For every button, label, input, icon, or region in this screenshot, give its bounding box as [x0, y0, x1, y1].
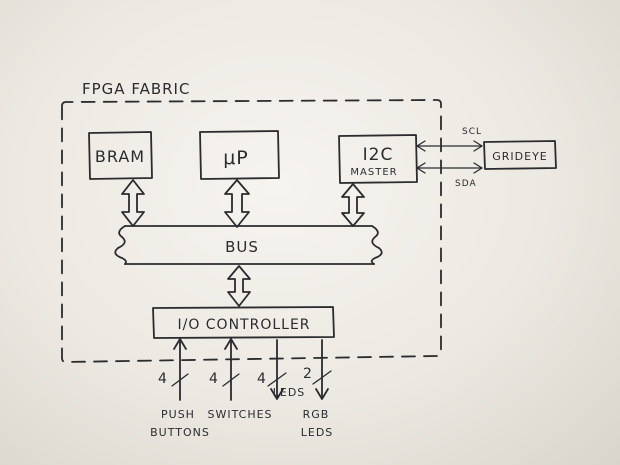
bram-label: BRAM	[95, 147, 145, 166]
io-width-leds: 4	[257, 371, 267, 387]
io-label-leds: LEDS	[273, 386, 306, 399]
io-width-switches: 4	[209, 371, 219, 387]
io-line-leds	[267, 339, 287, 400]
io-label-buttons: BUTTONS	[150, 426, 210, 439]
io-width-push-buttons: 4	[158, 371, 168, 387]
fpga-fabric-boundary	[61, 99, 442, 363]
io-line-rgb-leds	[312, 339, 332, 400]
io-width-rgb-leds: 2	[303, 366, 313, 382]
bus-io-arrow	[227, 265, 251, 307]
microprocessor-label: μP	[223, 147, 249, 169]
i2c-label: I2C	[363, 145, 394, 165]
microprocessor-bus-arrow	[224, 179, 250, 228]
scl-line	[416, 140, 483, 152]
fpga-fabric-label: FPGA FABRIC	[82, 80, 190, 98]
io-line-push-buttons	[171, 338, 189, 401]
io-controller-block	[152, 306, 335, 339]
io-label-switches: SWITCHES	[207, 408, 272, 421]
grideye-block	[483, 140, 557, 170]
io-label-push: PUSH	[161, 408, 195, 421]
io-line-switches	[222, 338, 240, 401]
sda-line	[416, 162, 483, 174]
io-label-rgb: RGB	[303, 408, 330, 421]
sda-label: SDA	[455, 179, 477, 189]
bus-label: BUS	[225, 238, 259, 256]
system-bus	[114, 225, 383, 265]
microprocessor-block	[199, 130, 280, 180]
bram-bus-arrow	[121, 179, 145, 227]
io-label-rgb-leds: LEDS	[301, 426, 334, 439]
bram-block	[88, 131, 153, 180]
i2c-master-block	[338, 134, 418, 184]
i2c-bus-arrow	[341, 183, 365, 227]
i2c-master-label: MASTER	[350, 167, 397, 178]
grideye-label: GRIDEYE	[492, 150, 548, 163]
io-controller-label: I/O CONTROLLER	[177, 317, 310, 333]
scl-label: SCL	[462, 127, 482, 137]
